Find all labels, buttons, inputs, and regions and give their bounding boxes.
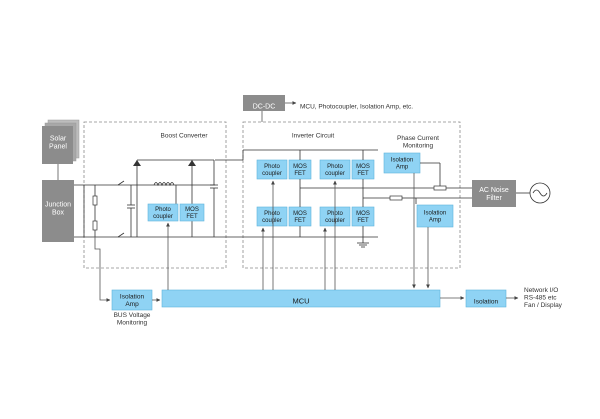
mcu-control-lines (166, 173, 430, 290)
boost-converter-title: Boost Converter (161, 132, 209, 139)
inverter-title: Inverter Circuit (292, 132, 334, 139)
boost-circuit (74, 159, 218, 238)
isolation-block: Isolation (465, 289, 507, 308)
mcu-label: MCU (292, 297, 309, 306)
boost-converter-region (83, 121, 227, 269)
mcu-block: MCU (161, 289, 441, 308)
ac-grid-icon (529, 182, 551, 204)
isolation-label: Isolation (474, 298, 499, 305)
inverter-wiring (215, 149, 472, 248)
inverter-region (242, 121, 461, 269)
dcdc-note: MCU, Photocoupler, Isolation Amp, etc. (300, 103, 413, 110)
dcdc-label: DC-DC (253, 103, 276, 110)
dcdc-block: DC-DC (243, 95, 285, 111)
